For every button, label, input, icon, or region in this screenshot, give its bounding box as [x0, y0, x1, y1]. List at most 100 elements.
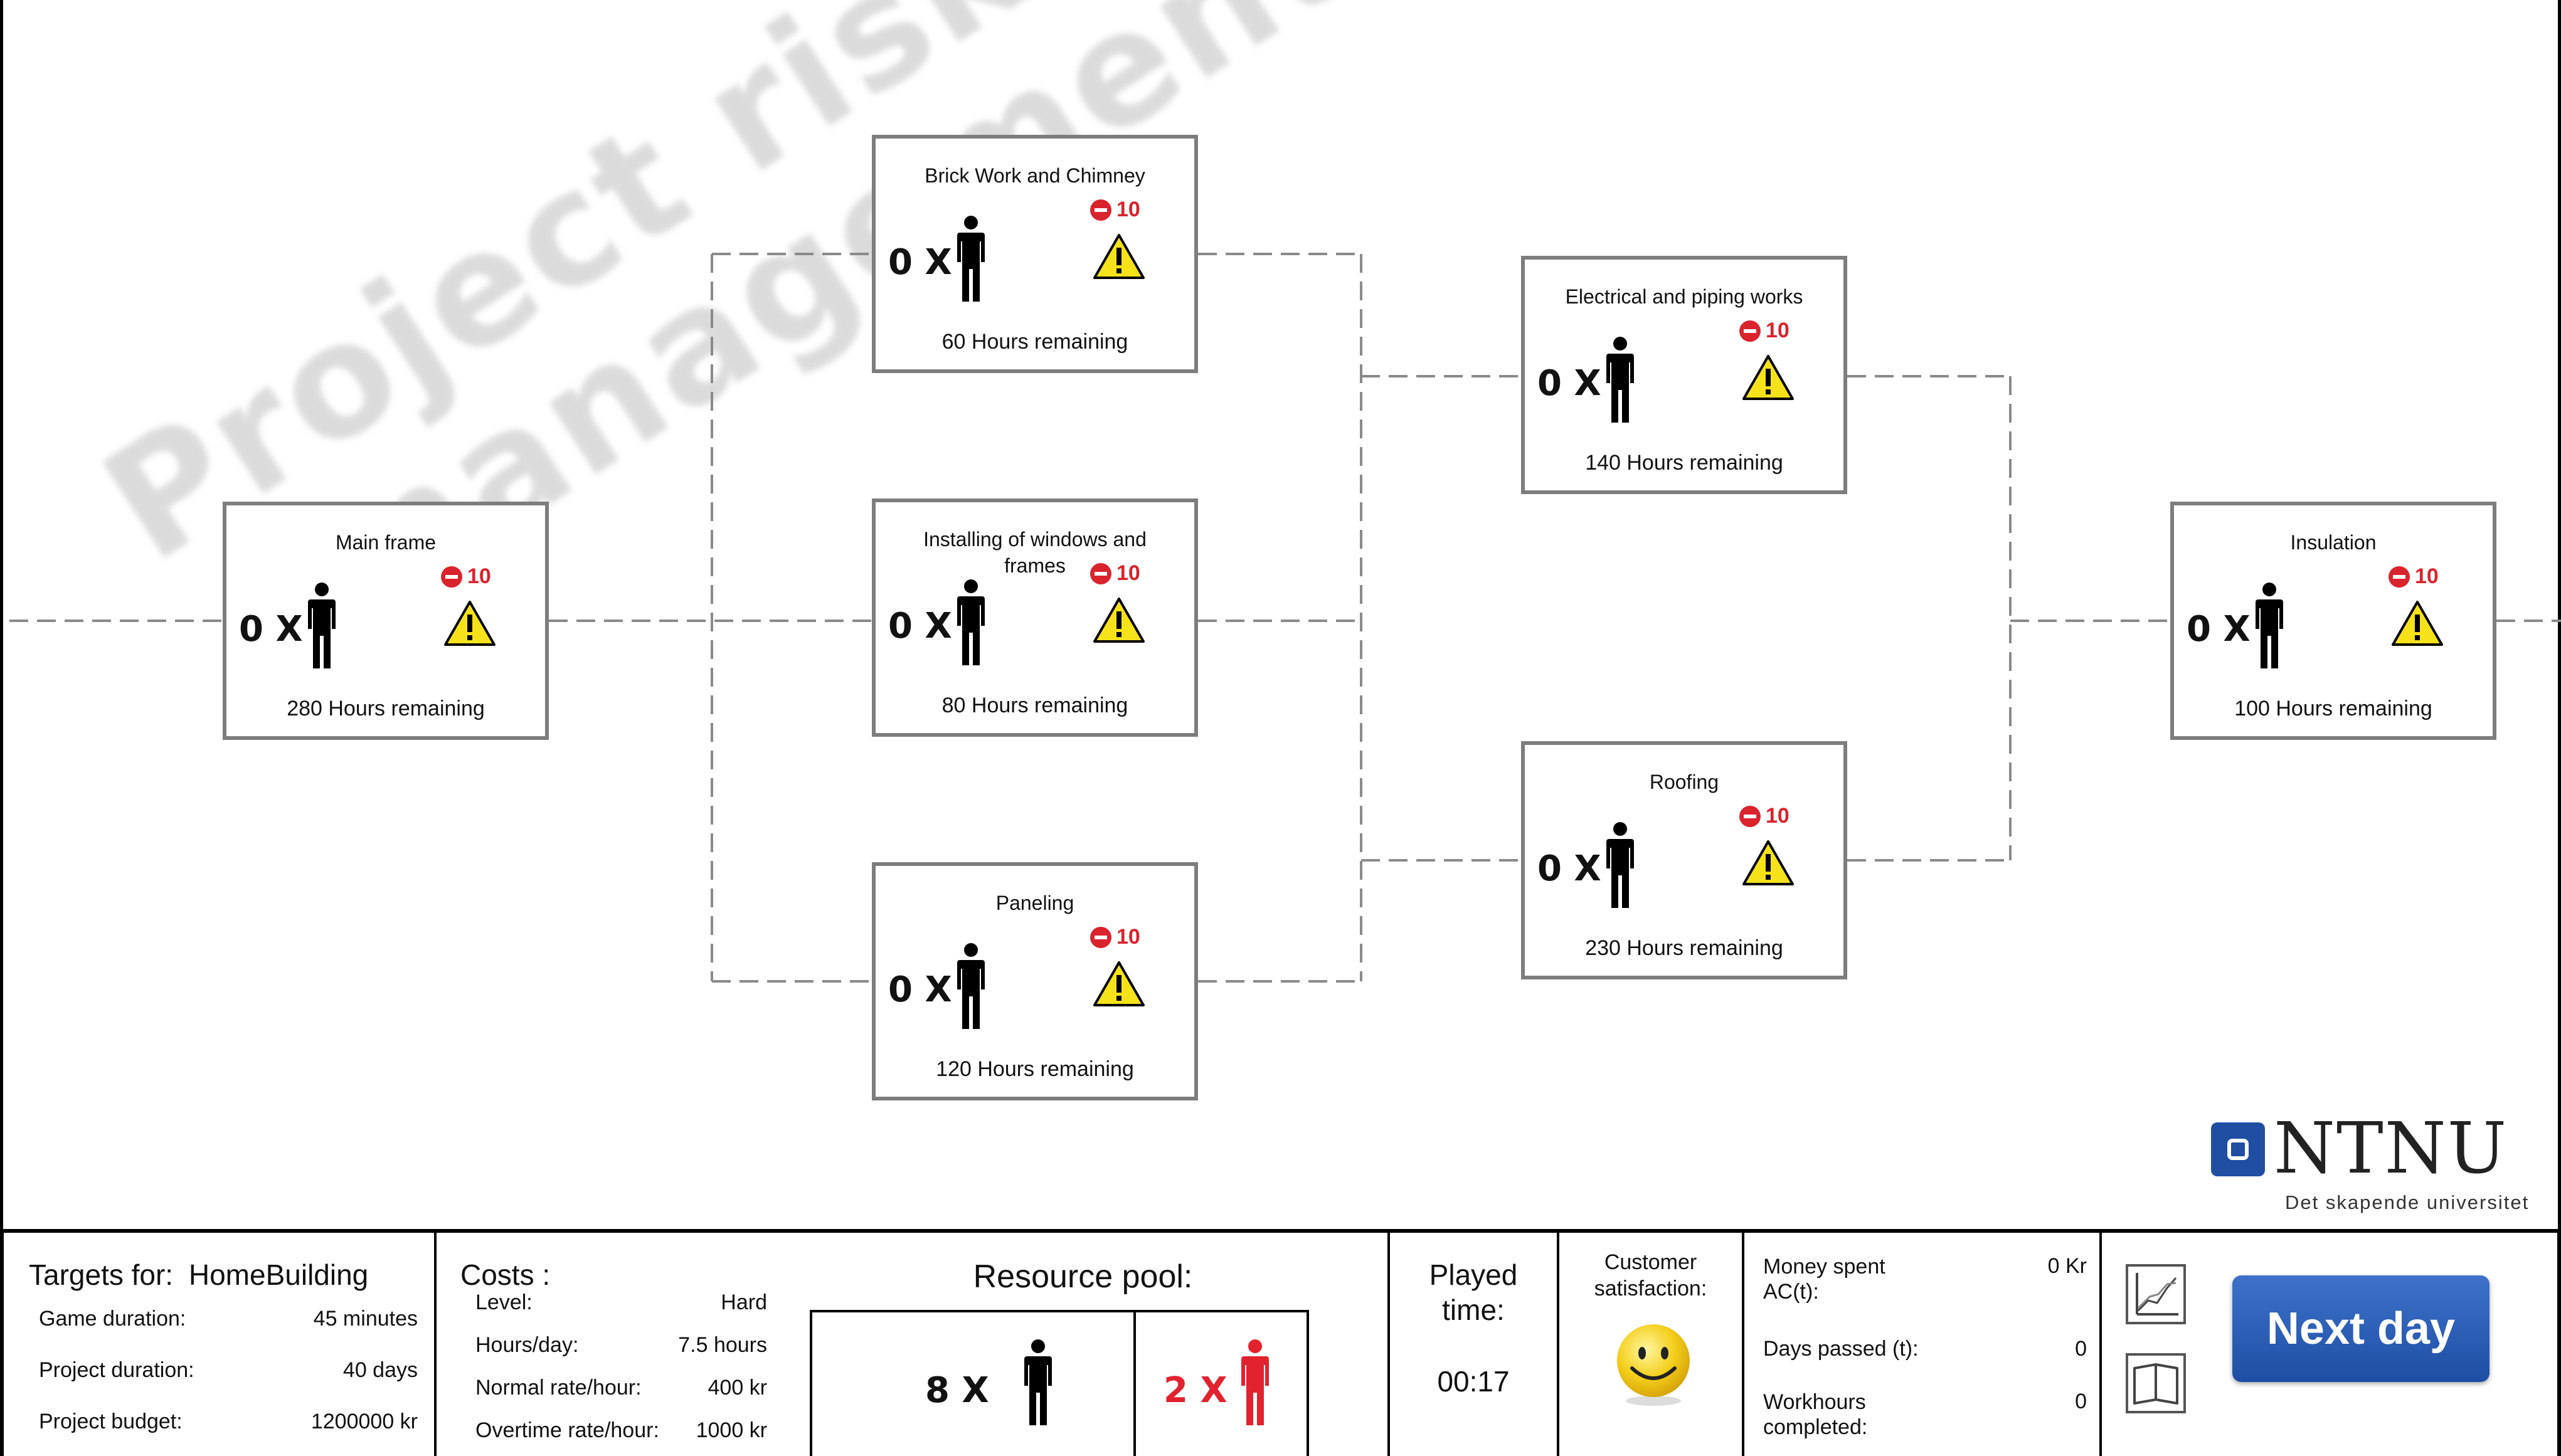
- risk-value: 10: [2415, 564, 2439, 588]
- person-icon[interactable]: [2251, 582, 2288, 670]
- hours-remaining: 120 Hours remaining: [936, 1057, 1134, 1081]
- warning-icon[interactable]: [2390, 599, 2444, 647]
- workhours-label-line2: completed:: [1763, 1415, 1868, 1439]
- project-duration-value: 40 days: [342, 1358, 418, 1382]
- customer-satisfaction-panel: Customer satisfaction:: [1559, 1233, 1744, 1456]
- normal-resource-slot[interactable]: 8 X: [810, 1310, 1136, 1456]
- played-time-label-line2: time:: [1442, 1294, 1505, 1326]
- person-icon[interactable]: [952, 942, 990, 1030]
- warning-icon[interactable]: [1092, 233, 1146, 280]
- costs-heading: Costs :: [460, 1258, 551, 1291]
- person-icon[interactable]: [952, 215, 990, 303]
- normal-resource-count: 8 X: [925, 1370, 989, 1411]
- person-icon[interactable]: [1601, 336, 1639, 424]
- ntnu-tagline: Det skapende universitet: [2285, 1191, 2530, 1213]
- worker-count: 0 X: [888, 969, 952, 1010]
- worker-count: 0 X: [1537, 363, 1601, 404]
- warning-icon[interactable]: [443, 599, 497, 647]
- overtime-rate-label: Overtime rate/hour:: [475, 1418, 659, 1442]
- hours-per-day-label: Hours/day:: [475, 1333, 579, 1357]
- hours-remaining: 100 Hours remaining: [2234, 697, 2432, 720]
- task-title: Insulation: [2290, 531, 2377, 554]
- task-roofing[interactable]: Roofing 0 X 10 230 Hours remaining: [1521, 741, 1847, 979]
- stop-icon: [1739, 320, 1761, 342]
- played-time-value: 00:17: [1437, 1365, 1510, 1398]
- risk-indicator: 10: [1090, 925, 1140, 949]
- targets-panel: Targets for: HomeBuilding Game duration:…: [4, 1233, 437, 1456]
- next-day-button[interactable]: Next day: [2232, 1275, 2489, 1382]
- task-brick-work[interactable]: Brick Work and Chimney 0 X 10 60 Hours r…: [872, 135, 1198, 373]
- overtime-resource-slot[interactable]: 2 X: [1133, 1310, 1309, 1456]
- worker-count: 0 X: [1537, 848, 1601, 889]
- project-budget-label: Project budget:: [39, 1410, 183, 1433]
- risk-value: 10: [1116, 198, 1140, 221]
- level-value: Hard: [721, 1290, 767, 1314]
- task-insulation[interactable]: Insulation 0 X 10 100 Hours remaining: [2170, 502, 2496, 740]
- warning-icon[interactable]: [1092, 960, 1146, 1008]
- stats-panel: Money spent AC(t): 0 Kr Days passed (t):…: [1744, 1233, 2102, 1456]
- stop-icon: [1739, 805, 1761, 827]
- project-name: HomeBuilding: [188, 1258, 369, 1291]
- worker-count: 0 X: [888, 606, 952, 646]
- risk-indicator: 10: [1090, 198, 1140, 222]
- risk-indicator: 10: [1739, 319, 1790, 343]
- book-icon: [2133, 1363, 2178, 1405]
- ntnu-logo-mark: [2211, 1122, 2265, 1176]
- person-icon[interactable]: [1019, 1339, 1057, 1427]
- warning-icon[interactable]: [1092, 596, 1146, 644]
- person-icon[interactable]: [1601, 821, 1639, 909]
- workhours-value: 0: [2075, 1390, 2087, 1413]
- costs-panel: Costs : Level: Hard Hours/day: 7.5 hours…: [437, 1233, 778, 1456]
- risk-value: 10: [1116, 925, 1140, 949]
- stop-icon: [1090, 926, 1111, 948]
- money-spent-value: 0 Kr: [2047, 1254, 2087, 1278]
- chart-button[interactable]: [2126, 1264, 2186, 1324]
- hours-remaining: 230 Hours remaining: [1585, 936, 1783, 960]
- hours-remaining: 80 Hours remaining: [941, 694, 1128, 717]
- risk-indicator: 10: [2389, 564, 2439, 589]
- normal-rate-value: 400 kr: [708, 1376, 768, 1400]
- game-duration-label: Game duration:: [39, 1307, 186, 1331]
- warning-icon[interactable]: [1741, 839, 1795, 887]
- task-title: Paneling: [995, 892, 1074, 914]
- normal-rate-label: Normal rate/hour:: [475, 1376, 642, 1400]
- project-network-board: Project risk management Main frame 0 X 1…: [0, 0, 2561, 1229]
- status-bar: Targets for: HomeBuilding Game duration:…: [0, 1229, 2561, 1456]
- ntnu-wordmark: NTNU: [2274, 1108, 2508, 1190]
- hours-remaining: 140 Hours remaining: [1585, 451, 1783, 475]
- person-icon[interactable]: [303, 582, 341, 670]
- chart-icon: [2136, 1273, 2178, 1316]
- task-title: Electrical and piping works: [1565, 285, 1803, 308]
- overtime-person-icon[interactable]: [1236, 1339, 1274, 1427]
- risk-indicator: 10: [1739, 804, 1790, 828]
- played-time-panel: Played time: 00:17: [1390, 1233, 1559, 1456]
- risk-value: 10: [1766, 319, 1790, 342]
- task-title: Installing of windows and frames: [923, 528, 1147, 577]
- dependency-connectors: [9, 253, 2561, 983]
- stop-icon: [2389, 566, 2410, 588]
- risk-value: 10: [1116, 561, 1140, 585]
- person-icon[interactable]: [952, 579, 990, 667]
- task-main-frame[interactable]: Main frame 0 X 10 280 Hours remaining: [223, 502, 549, 740]
- stop-icon: [441, 566, 462, 588]
- risk-value: 10: [467, 564, 491, 588]
- task-paneling[interactable]: Paneling 0 X 10 120 Hours remaining: [872, 862, 1198, 1100]
- money-spent-label-line2: AC(t):: [1763, 1280, 1819, 1304]
- risk-value: 10: [1766, 804, 1790, 828]
- task-windows-and-frames[interactable]: Installing of windows and frames 0 X 10 …: [872, 499, 1198, 737]
- book-button[interactable]: [2126, 1353, 2186, 1413]
- warning-icon[interactable]: [1741, 354, 1795, 401]
- overtime-rate-value: 1000 kr: [696, 1418, 767, 1442]
- days-passed-label: Days passed (t):: [1763, 1337, 1919, 1361]
- project-duration-label: Project duration:: [39, 1358, 194, 1382]
- stop-icon: [1090, 199, 1111, 221]
- smiley-face-icon: [1617, 1324, 1690, 1406]
- resource-pool-panel: Resource pool: 8 X 2 X: [778, 1233, 1390, 1456]
- worker-count: 0 X: [888, 242, 952, 283]
- task-electrical-piping[interactable]: Electrical and piping works 0 X 10 140 H…: [1521, 256, 1847, 494]
- overtime-resource-count: 2 X: [1164, 1370, 1227, 1411]
- task-title: Main frame: [335, 531, 437, 554]
- targets-heading: Targets for:: [29, 1258, 174, 1291]
- stop-icon: [1090, 562, 1111, 584]
- risk-indicator: 10: [1090, 561, 1140, 586]
